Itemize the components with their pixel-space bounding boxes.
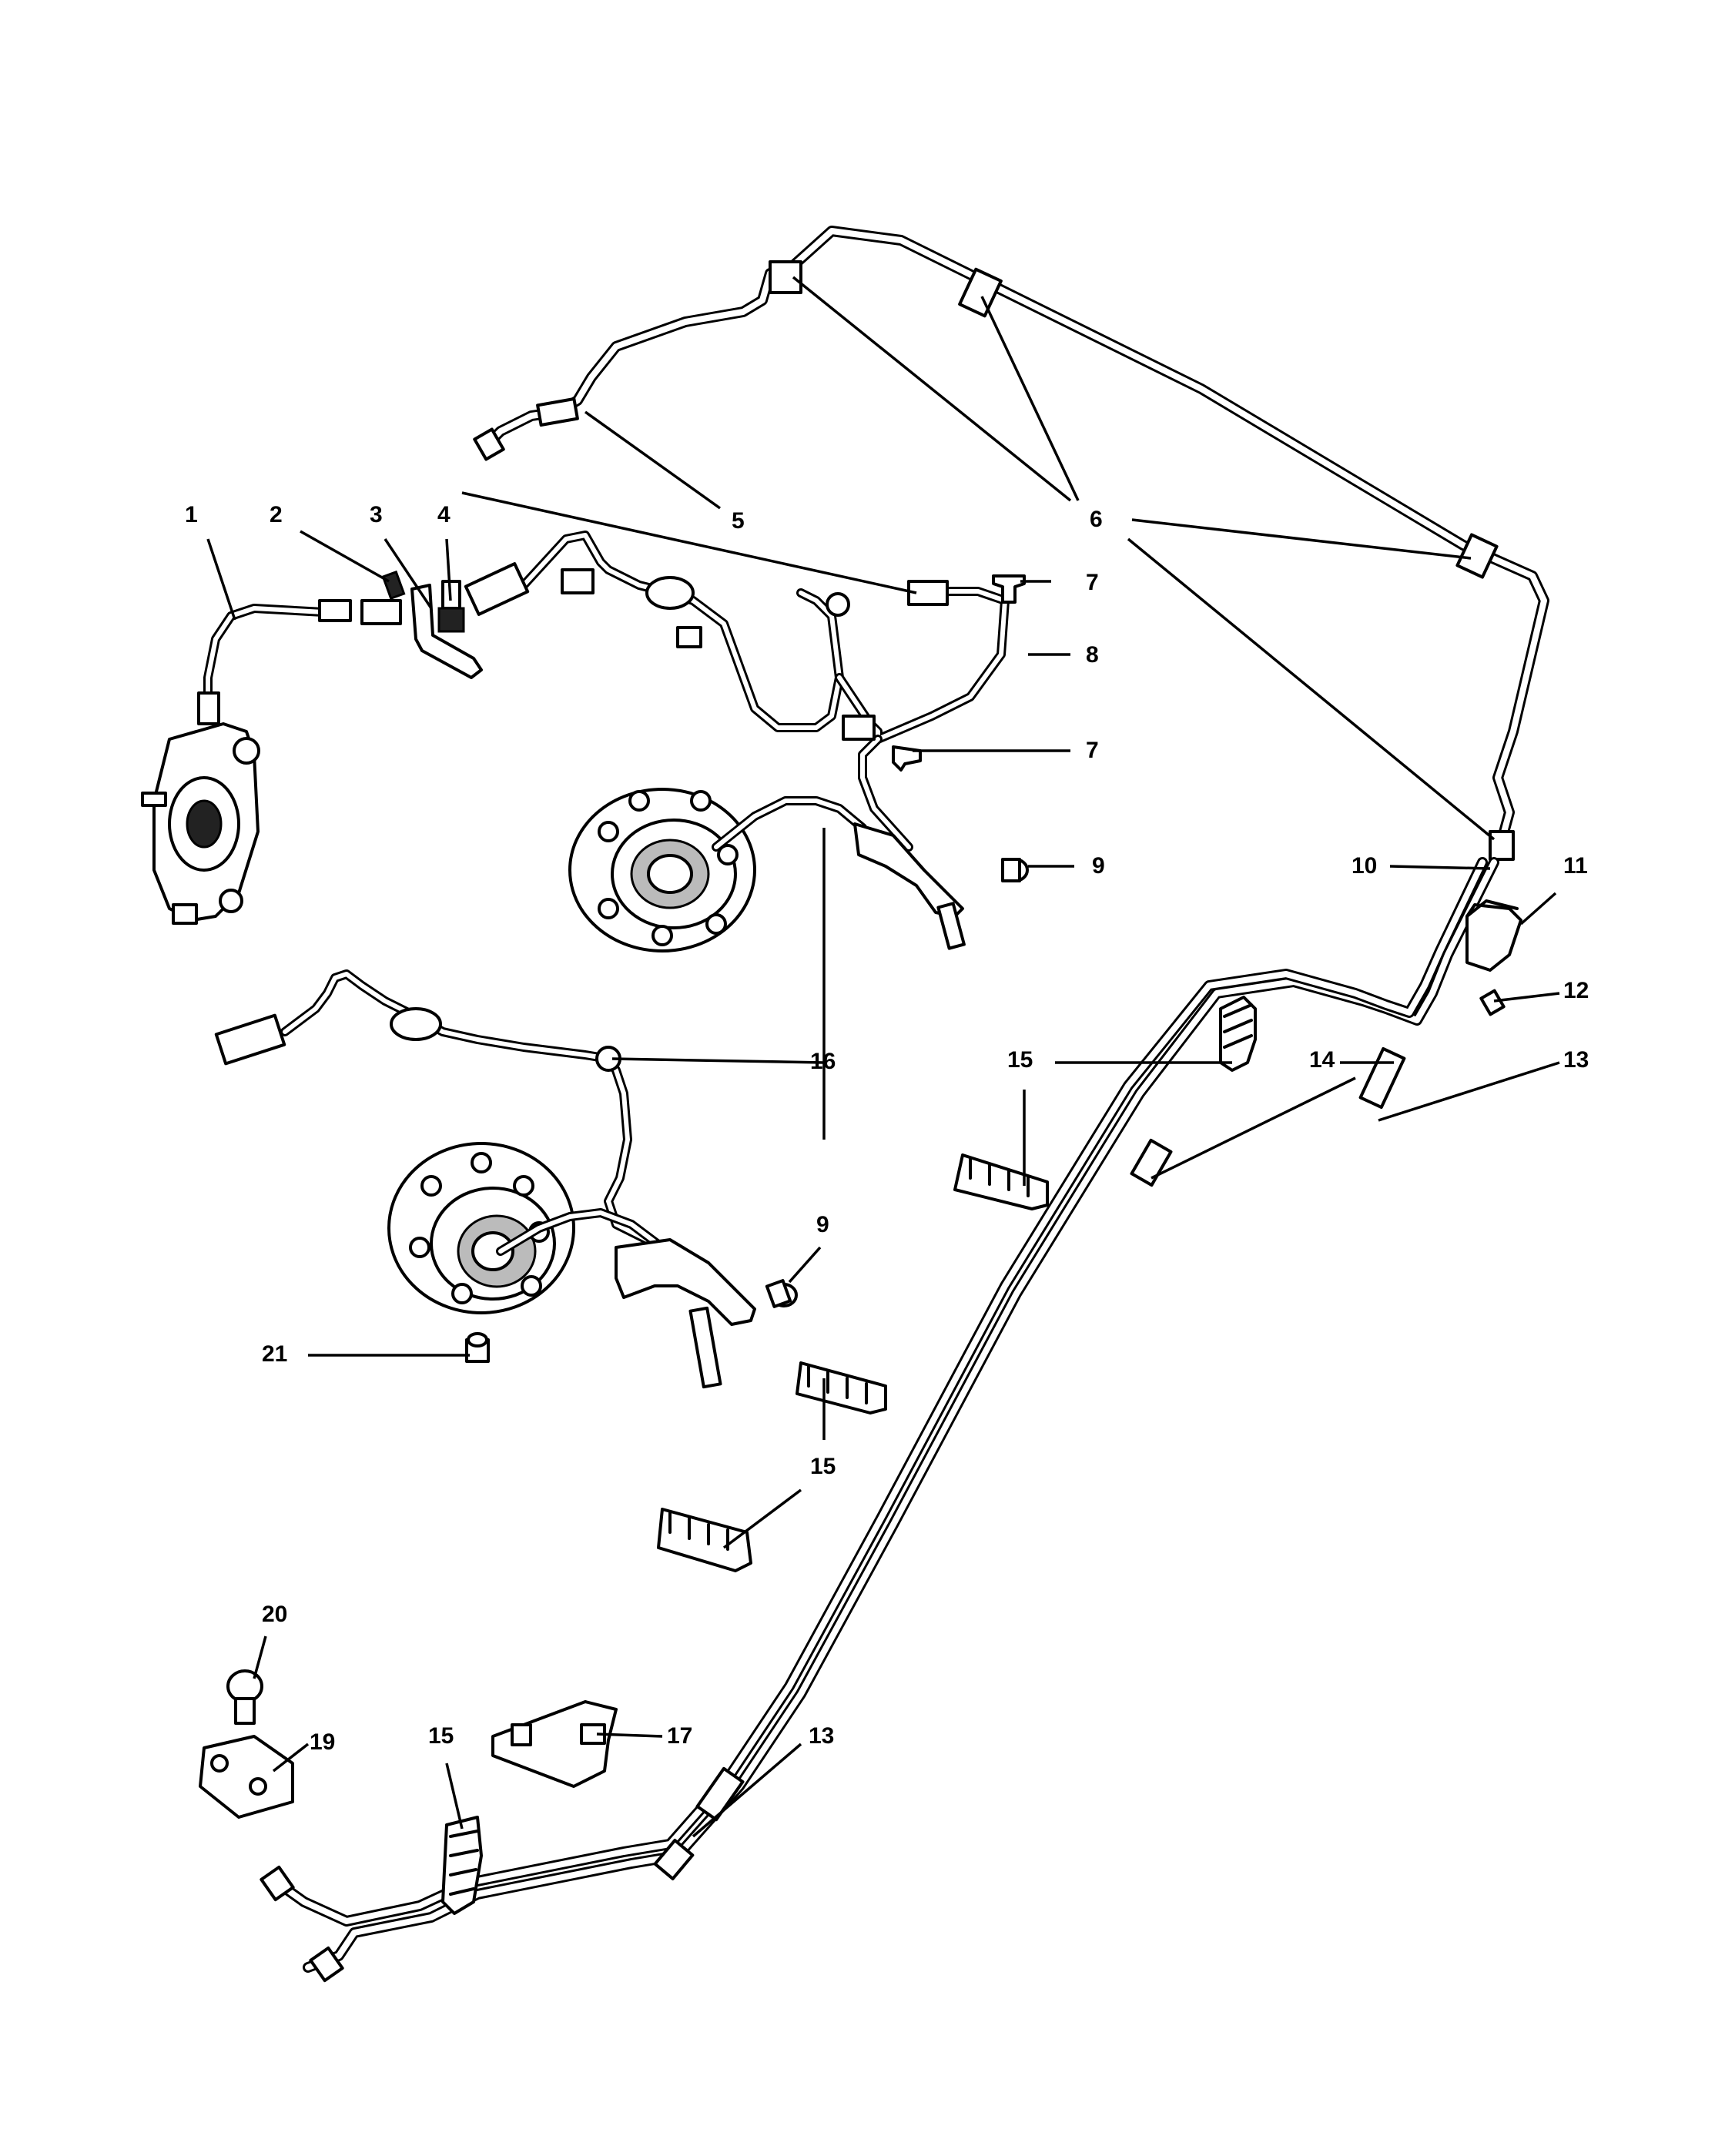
callout-8: 8 <box>1086 642 1099 668</box>
callout-1: 1 <box>185 502 198 527</box>
wheel-hub-lower <box>387 1142 756 1389</box>
leader-lines <box>206 276 1560 1838</box>
callout-4: 4 <box>437 502 451 527</box>
callout-21: 21 <box>262 1341 287 1367</box>
mounting-bolt <box>226 1669 263 1725</box>
callout-16: 16 <box>810 1049 836 1074</box>
bleeder-screw <box>381 570 406 601</box>
callout-15a: 15 <box>1007 1047 1033 1073</box>
callout-19: 19 <box>310 1729 335 1755</box>
tube-clip-1 <box>1219 996 1257 1072</box>
callout-2: 2 <box>270 502 283 527</box>
callout-10: 10 <box>1352 853 1377 879</box>
heat-shield <box>491 1700 618 1788</box>
upper-brake-tube <box>473 226 1549 861</box>
tube-clip-4 <box>657 1508 752 1572</box>
callout-7a: 7 <box>1086 570 1099 595</box>
callout-20: 20 <box>262 1602 287 1627</box>
brake-caliper <box>141 599 402 925</box>
hub-bolt-lower <box>765 1279 798 1308</box>
tube-bracket <box>1465 899 1522 1016</box>
mounting-block <box>199 1735 294 1819</box>
hub-bolt-upper <box>1001 858 1029 882</box>
wheel-speed-sensor-upper <box>464 531 1010 852</box>
tube-clip-5 <box>441 1816 483 1915</box>
callout-numbers: 1 2 3 4 5 6 7 8 7 9 10 11 12 15 14 13 16… <box>185 502 1589 1755</box>
callout-17: 17 <box>667 1723 692 1749</box>
callout-9a: 9 <box>1092 853 1105 879</box>
callout-6: 6 <box>1090 507 1103 532</box>
callout-13a: 13 <box>1563 1047 1589 1073</box>
bracket-bolt <box>437 580 465 633</box>
callout-5: 5 <box>732 508 745 534</box>
callout-3: 3 <box>370 502 383 527</box>
push-pin-clip-upper <box>992 574 1026 604</box>
wheel-hub-upper <box>568 788 966 952</box>
callout-14: 14 <box>1309 1047 1335 1073</box>
callout-11: 11 <box>1563 853 1588 879</box>
callout-12: 12 <box>1563 978 1589 1003</box>
wheel-speed-sensor-lower <box>214 969 651 1244</box>
callout-15d: 15 <box>428 1723 454 1749</box>
nut-21 <box>465 1332 490 1363</box>
callout-13b: 13 <box>809 1723 834 1749</box>
callout-9b: 9 <box>816 1212 829 1237</box>
callout-15b: 15 <box>810 1454 836 1479</box>
tube-clip-2 <box>953 1153 1049 1210</box>
hose-bracket <box>410 584 483 679</box>
tube-clip-3 <box>796 1361 887 1414</box>
callout-7b: 7 <box>1086 738 1099 763</box>
